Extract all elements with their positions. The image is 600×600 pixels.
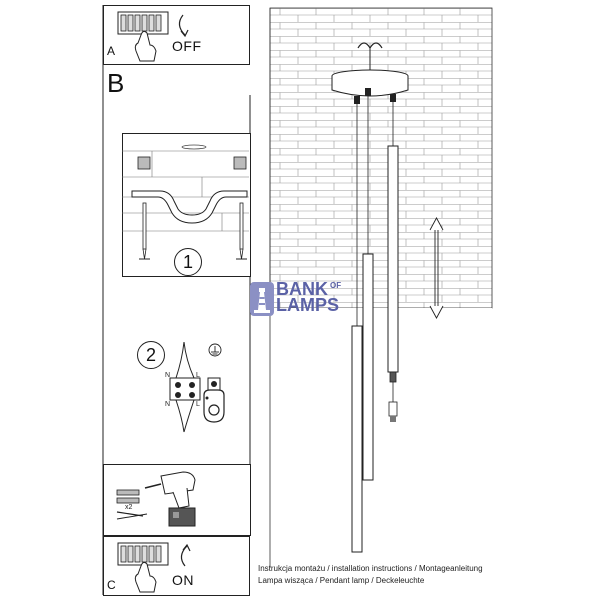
pendant-lamp-drawing xyxy=(269,7,493,578)
wire-n-top: N xyxy=(165,372,171,379)
switch-on-label: ON xyxy=(172,572,194,588)
step-a-letter: A xyxy=(107,44,116,58)
caption-line-2: Lampa wisząca / Pendant lamp / Deckeleuc… xyxy=(258,576,425,585)
bank-of-lamps-logo: BANK OF LAMPS xyxy=(250,279,342,316)
wiring-diagram xyxy=(169,341,225,433)
wire-n-bottom: N xyxy=(165,401,171,408)
step-1-badge: 1 xyxy=(174,248,202,276)
drill-diagram xyxy=(116,471,196,527)
logo-line2: LAMPS xyxy=(276,295,339,315)
wire-l-bottom: L xyxy=(196,401,200,408)
logo-of: OF xyxy=(330,281,342,290)
step-b-letter: B xyxy=(107,68,125,98)
lighthouse-icon xyxy=(250,281,274,316)
panel-c-switch-on xyxy=(103,536,250,596)
switch-icon-a xyxy=(117,11,189,62)
switch-icon-c xyxy=(117,542,191,593)
step-c-letter: C xyxy=(107,578,116,592)
step-2-badge: 2 xyxy=(137,341,165,369)
dowel-quantity: x2 xyxy=(125,504,133,511)
caption-line-1: Instrukcja montażu / installation instru… xyxy=(258,564,483,573)
logo-line1: BANK xyxy=(276,279,328,299)
logo-text: BANK OF LAMPS xyxy=(276,279,342,316)
mounting-diagram xyxy=(122,144,249,260)
switch-off-label: OFF xyxy=(172,38,202,54)
wire-l-top: L xyxy=(196,372,200,379)
